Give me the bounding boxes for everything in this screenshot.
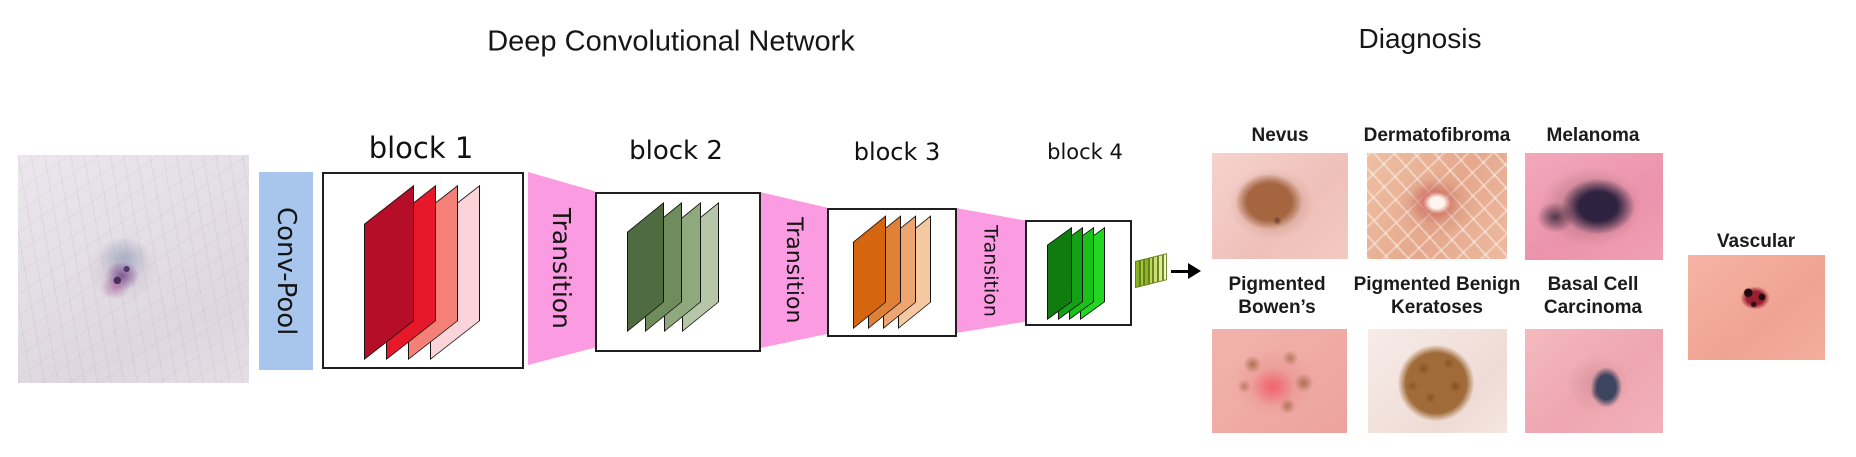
feature-slice (1162, 253, 1168, 282)
melanoma-label: Melanoma (1547, 124, 1640, 147)
label-line: Vascular (1716, 231, 1796, 252)
conv-pool-block: Conv-Pool (259, 172, 313, 370)
vascular-image (1688, 255, 1825, 360)
dermatofibroma-image (1367, 153, 1507, 259)
transition-2: Transition (760, 192, 827, 348)
block-1-label: block 1 (368, 131, 474, 165)
arrow-shaft (1171, 270, 1191, 273)
block-1-box (322, 172, 524, 369)
transition-3: Transition (956, 208, 1025, 333)
block-2-box (595, 192, 761, 352)
label-line: Pigmented Benign (1353, 274, 1521, 295)
basal-cell-carcinoma-image (1525, 329, 1663, 433)
label-line: Carcinoma (1543, 297, 1643, 318)
label-line: Pigmented (1228, 274, 1326, 295)
input-lesion-image (18, 155, 249, 383)
transition-3-label: Transition (979, 224, 1002, 317)
nevus-image (1212, 153, 1348, 259)
pigmented-bowens-image (1212, 329, 1347, 433)
vascular-label: Vascular (1717, 230, 1795, 253)
label-line: Keratoses (1391, 297, 1483, 318)
transition-1: Transition (528, 172, 595, 365)
pigmented-benign-keratoses-image (1368, 329, 1507, 433)
block-4-label: block 4 (1047, 140, 1123, 164)
label-line: Melanoma (1546, 125, 1640, 146)
arrow-head (1188, 263, 1201, 279)
block-3-label: block 3 (853, 138, 941, 166)
melanoma-image (1525, 153, 1663, 260)
conv-pool-label: Conv-Pool (271, 206, 301, 336)
label-line: Nevus (1251, 125, 1309, 146)
pigmented-bowens-label: Pigmented Bowen’s (1228, 273, 1325, 319)
basal-cell-carcinoma-label: Basal Cell Carcinoma (1544, 273, 1642, 319)
transition-1-label: Transition (547, 208, 576, 329)
label-line: Dermatofibroma (1363, 125, 1511, 146)
label-line: Basal Cell (1547, 274, 1639, 295)
transition-2-label: Transition (781, 216, 806, 324)
feature-stack-icon (1135, 253, 1168, 289)
block-3-box (827, 208, 957, 337)
dermatofibroma-label: Dermatofibroma (1364, 124, 1511, 147)
block-2-label: block 2 (629, 136, 723, 166)
nevus-label: Nevus (1251, 124, 1308, 147)
arrow-right-icon (1171, 262, 1201, 280)
pigmented-benign-keratoses-label: Pigmented Benign Keratoses (1354, 273, 1521, 319)
label-line: Bowen’s (1238, 297, 1316, 318)
diagnosis-title: Diagnosis (1358, 23, 1482, 54)
block-4-box (1025, 220, 1132, 326)
network-title: Deep Convolutional Network (487, 25, 855, 58)
